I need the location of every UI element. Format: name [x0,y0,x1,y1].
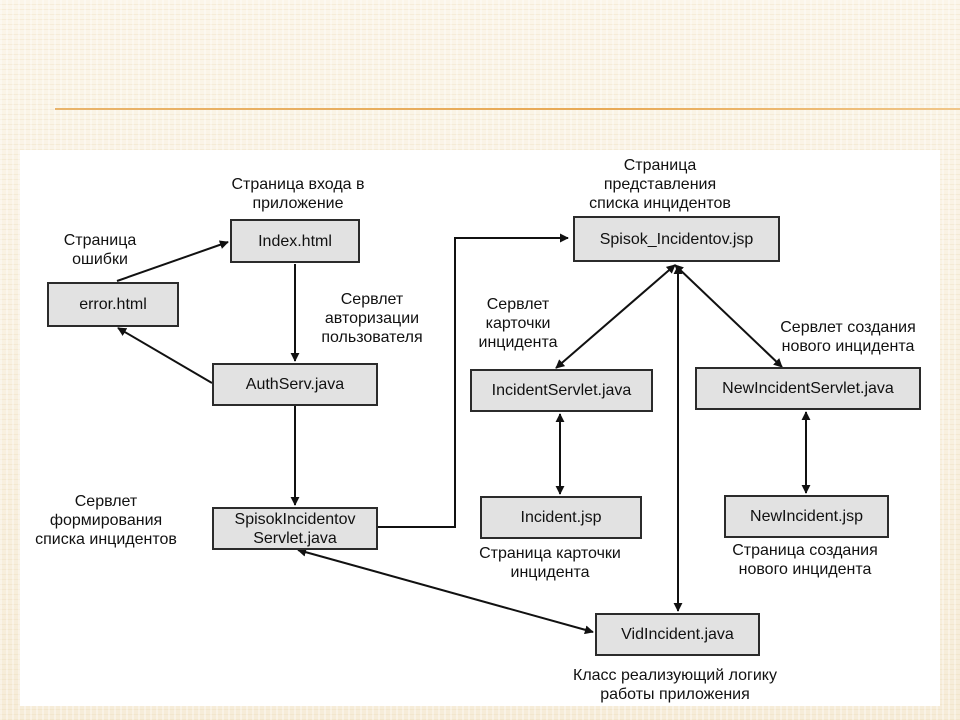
node-error-html: error.html [47,282,179,327]
node-vid-incident: VidIncident.java [595,613,760,656]
edge-spisok-jsp-new-incident-servlet [674,264,783,368]
label-auth-servlet: Сервлет авторизации пользователя [321,291,423,346]
edge-auth-to-error [117,327,213,384]
edge-spisok-servlet-to-spisok-jsp [378,233,569,528]
label-list-servlet: Сервлет формирования списка инцидентов [35,493,177,548]
label-card-servlet: Сервлет карточки инцидента [478,296,558,351]
node-incident-servlet: IncidentServlet.java [470,369,653,412]
edge-error-to-index [116,240,229,282]
label-error-page: Страница ошибки [63,232,137,268]
label-logic-class: Класс реализующий логику работы приложен… [573,667,777,703]
node-spisok-servlet: SpisokIncidentov Servlet.java [212,507,378,550]
node-spisok-jsp: Spisok_Incidentov.jsp [573,216,780,262]
label-login-page: Страница входа в приложение [231,176,365,212]
edge-spisok-jsp-incident-servlet [555,264,676,369]
label-list-page: Страница представления списка инцидентов [589,157,731,212]
label-card-page: Страница карточки инцидента [479,545,621,581]
node-index-html: Index.html [230,219,360,263]
node-new-incident-servlet: NewIncidentServlet.java [695,367,921,410]
title-rule [55,108,960,110]
edge-spisok-servlet-vid-incident [297,547,594,635]
node-auth-serv: AuthServ.java [212,363,378,406]
label-create-servlet: Сервлет создания нового инцидента [780,319,916,355]
node-incident-jsp: Incident.jsp [480,496,642,539]
label-create-page: Страница создания нового инцидента [732,542,878,578]
node-new-incident-jsp: NewIncident.jsp [724,495,889,538]
